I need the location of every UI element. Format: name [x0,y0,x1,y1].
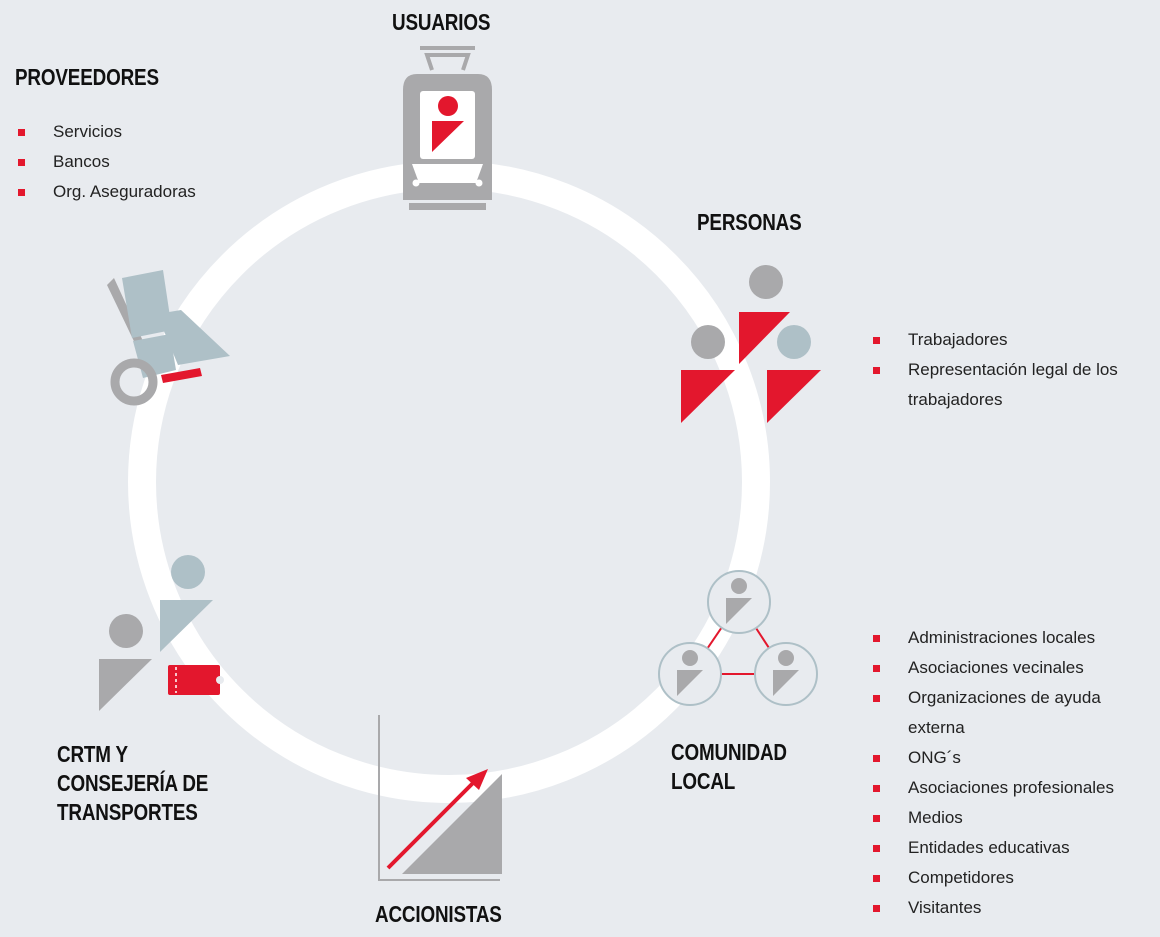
list-item: Bancos [17,147,196,177]
comunidad-title: COMUNIDAD LOCAL [671,739,787,794]
list-item: Org. Aseguradoras [17,177,196,207]
hand-truck-boxes-icon [107,270,230,406]
comunidad-list: Administraciones locales Asociaciones ve… [872,623,1160,923]
proveedores-title: PROVEEDORES [15,64,159,90]
list-item: Entidades educativas [872,833,1160,863]
list-item: Visitantes [872,893,1160,923]
list-item: Servicios [17,117,196,147]
train-icon [403,46,492,210]
proveedores-list: Servicios Bancos Org. Aseguradoras [17,117,196,207]
usuarios-title: USUARIOS [392,9,491,35]
community-network-icon [658,570,818,706]
personas-title: PERSONAS [697,209,802,235]
people-group-icon [681,265,821,423]
list-item: externa [908,718,965,737]
personas-list: Trabajadores Representación legal de los… [872,325,1160,415]
accionistas-title: ACCIONISTAS [375,901,502,927]
people-ticket-icon [99,555,224,711]
list-item: Organizaciones de ayuda [872,683,1160,713]
list-item: Asociaciones profesionales [872,773,1160,803]
list-item: Competidores [872,863,1160,893]
list-item: Trabajadores [872,325,1160,355]
list-item: Administraciones locales [872,623,1160,653]
growth-chart-icon [378,715,502,881]
list-item: trabajadores [908,390,1003,409]
list-item: ONG´s [872,743,1160,773]
crtm-title: CRTM Y CONSEJERÍA DE TRANSPORTES [57,741,209,825]
list-item: Medios [872,803,1160,833]
list-item: Representación legal de los [872,355,1160,385]
stakeholder-ring [128,161,770,803]
list-item: Asociaciones vecinales [872,653,1160,683]
